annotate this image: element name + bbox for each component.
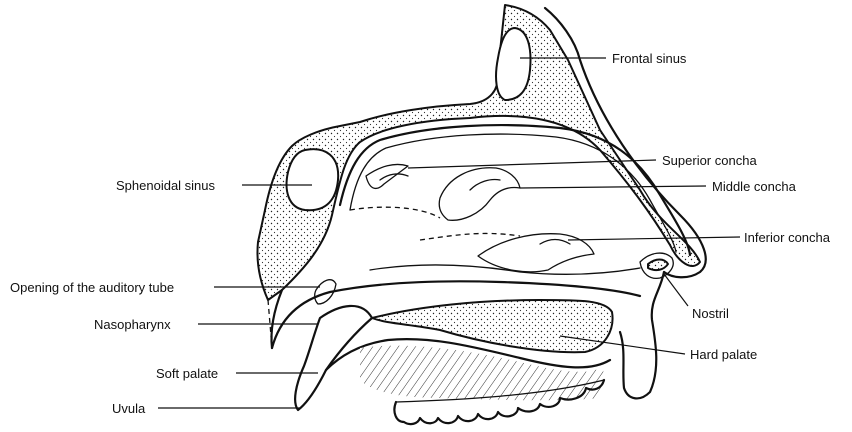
nostril-stipple [648, 260, 668, 271]
cavity-floor-top [370, 265, 640, 274]
middle-concha-shape [439, 168, 520, 221]
label-frontal-sinus: Frontal sinus [612, 51, 687, 66]
hard-palate-shape [372, 300, 613, 352]
meatus-dash-2 [420, 233, 520, 240]
label-uvula: Uvula [112, 401, 146, 416]
meatus-dash-1 [350, 207, 440, 218]
tongue-muscle-hatching [360, 346, 604, 401]
inferior-concha-fold [540, 240, 570, 245]
label-nasopharynx: Nasopharynx [94, 317, 171, 332]
label-inferior-concha: Inferior concha [744, 230, 831, 245]
label-soft-palate: Soft palate [156, 366, 218, 381]
label-nostril: Nostril [692, 306, 729, 321]
leader-nostril [664, 274, 688, 306]
pharynx-wall [271, 290, 282, 348]
label-middle-concha: Middle concha [712, 179, 797, 194]
sphenoidal-sinus-cavity [287, 149, 339, 210]
leader-middle-concha [520, 186, 706, 188]
label-opening-auditory-tube: Opening of the auditory tube [10, 280, 174, 295]
label-superior-concha: Superior concha [662, 153, 757, 168]
middle-concha-fold [470, 179, 500, 190]
nose-profile [545, 8, 706, 277]
label-hard-palate: Hard palate [690, 347, 757, 362]
upper-lip [620, 272, 664, 398]
leader-inferior-concha [568, 237, 740, 240]
label-sphenoidal-sinus: Sphenoidal sinus [116, 178, 216, 193]
